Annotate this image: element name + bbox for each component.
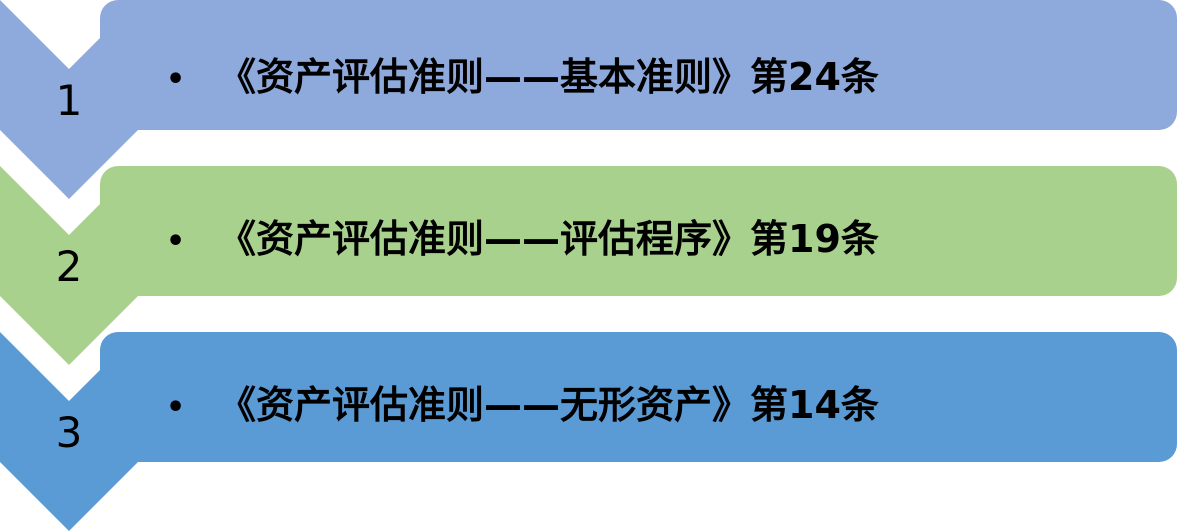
step-2-text: 《资产评估准则——评估程序》第19条 — [218, 217, 879, 261]
step-3-panel — [100, 332, 1177, 462]
step-1-panel — [100, 0, 1177, 130]
step-1-text: 《资产评估准则——基本准则》第24条 — [218, 55, 879, 99]
step-1-item: • 《资产评估准则——基本准则》第24条 — [166, 46, 879, 101]
step-2-chevron — [0, 166, 138, 365]
step-3-chevron — [0, 332, 138, 531]
step-3-number: 3 — [55, 408, 83, 457]
step-2-panel — [100, 166, 1177, 296]
step-1-chevron — [0, 0, 138, 199]
step-2-number: 2 — [55, 242, 83, 291]
step-1-bullet: • — [166, 62, 186, 97]
step-3-bullet: • — [166, 390, 186, 425]
step-3-item: • 《资产评估准则——无形资产》第14条 — [166, 374, 879, 429]
step-2-bullet: • — [166, 224, 186, 259]
step-1-number: 1 — [55, 76, 83, 125]
step-3-text: 《资产评估准则——无形资产》第14条 — [218, 383, 879, 427]
step-2-item: • 《资产评估准则——评估程序》第19条 — [166, 208, 879, 263]
